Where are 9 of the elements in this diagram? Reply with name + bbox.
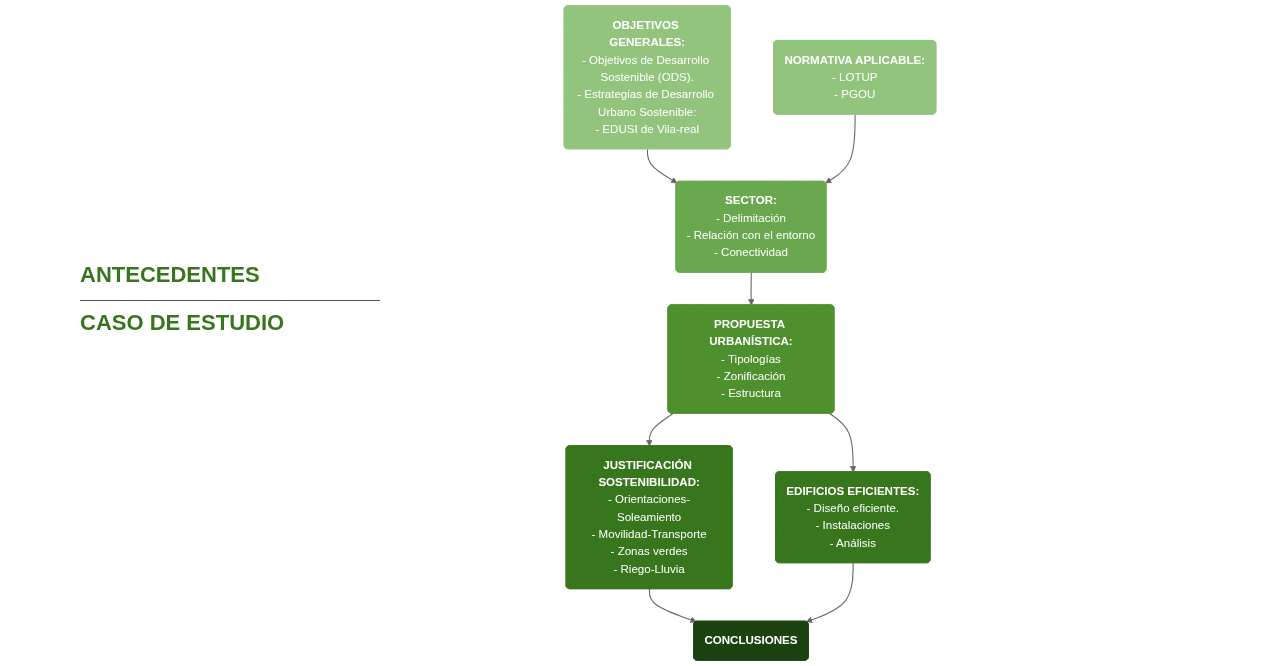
section-label: ANTECEDENTES bbox=[80, 262, 260, 288]
section-label: CASO DE ESTUDIO bbox=[80, 310, 285, 336]
arrow bbox=[748, 272, 755, 306]
arrow bbox=[648, 588, 697, 623]
arrow bbox=[646, 413, 674, 447]
arrow bbox=[825, 113, 856, 184]
arrow bbox=[829, 413, 857, 473]
arrow bbox=[806, 562, 854, 623]
arrow bbox=[646, 148, 678, 184]
